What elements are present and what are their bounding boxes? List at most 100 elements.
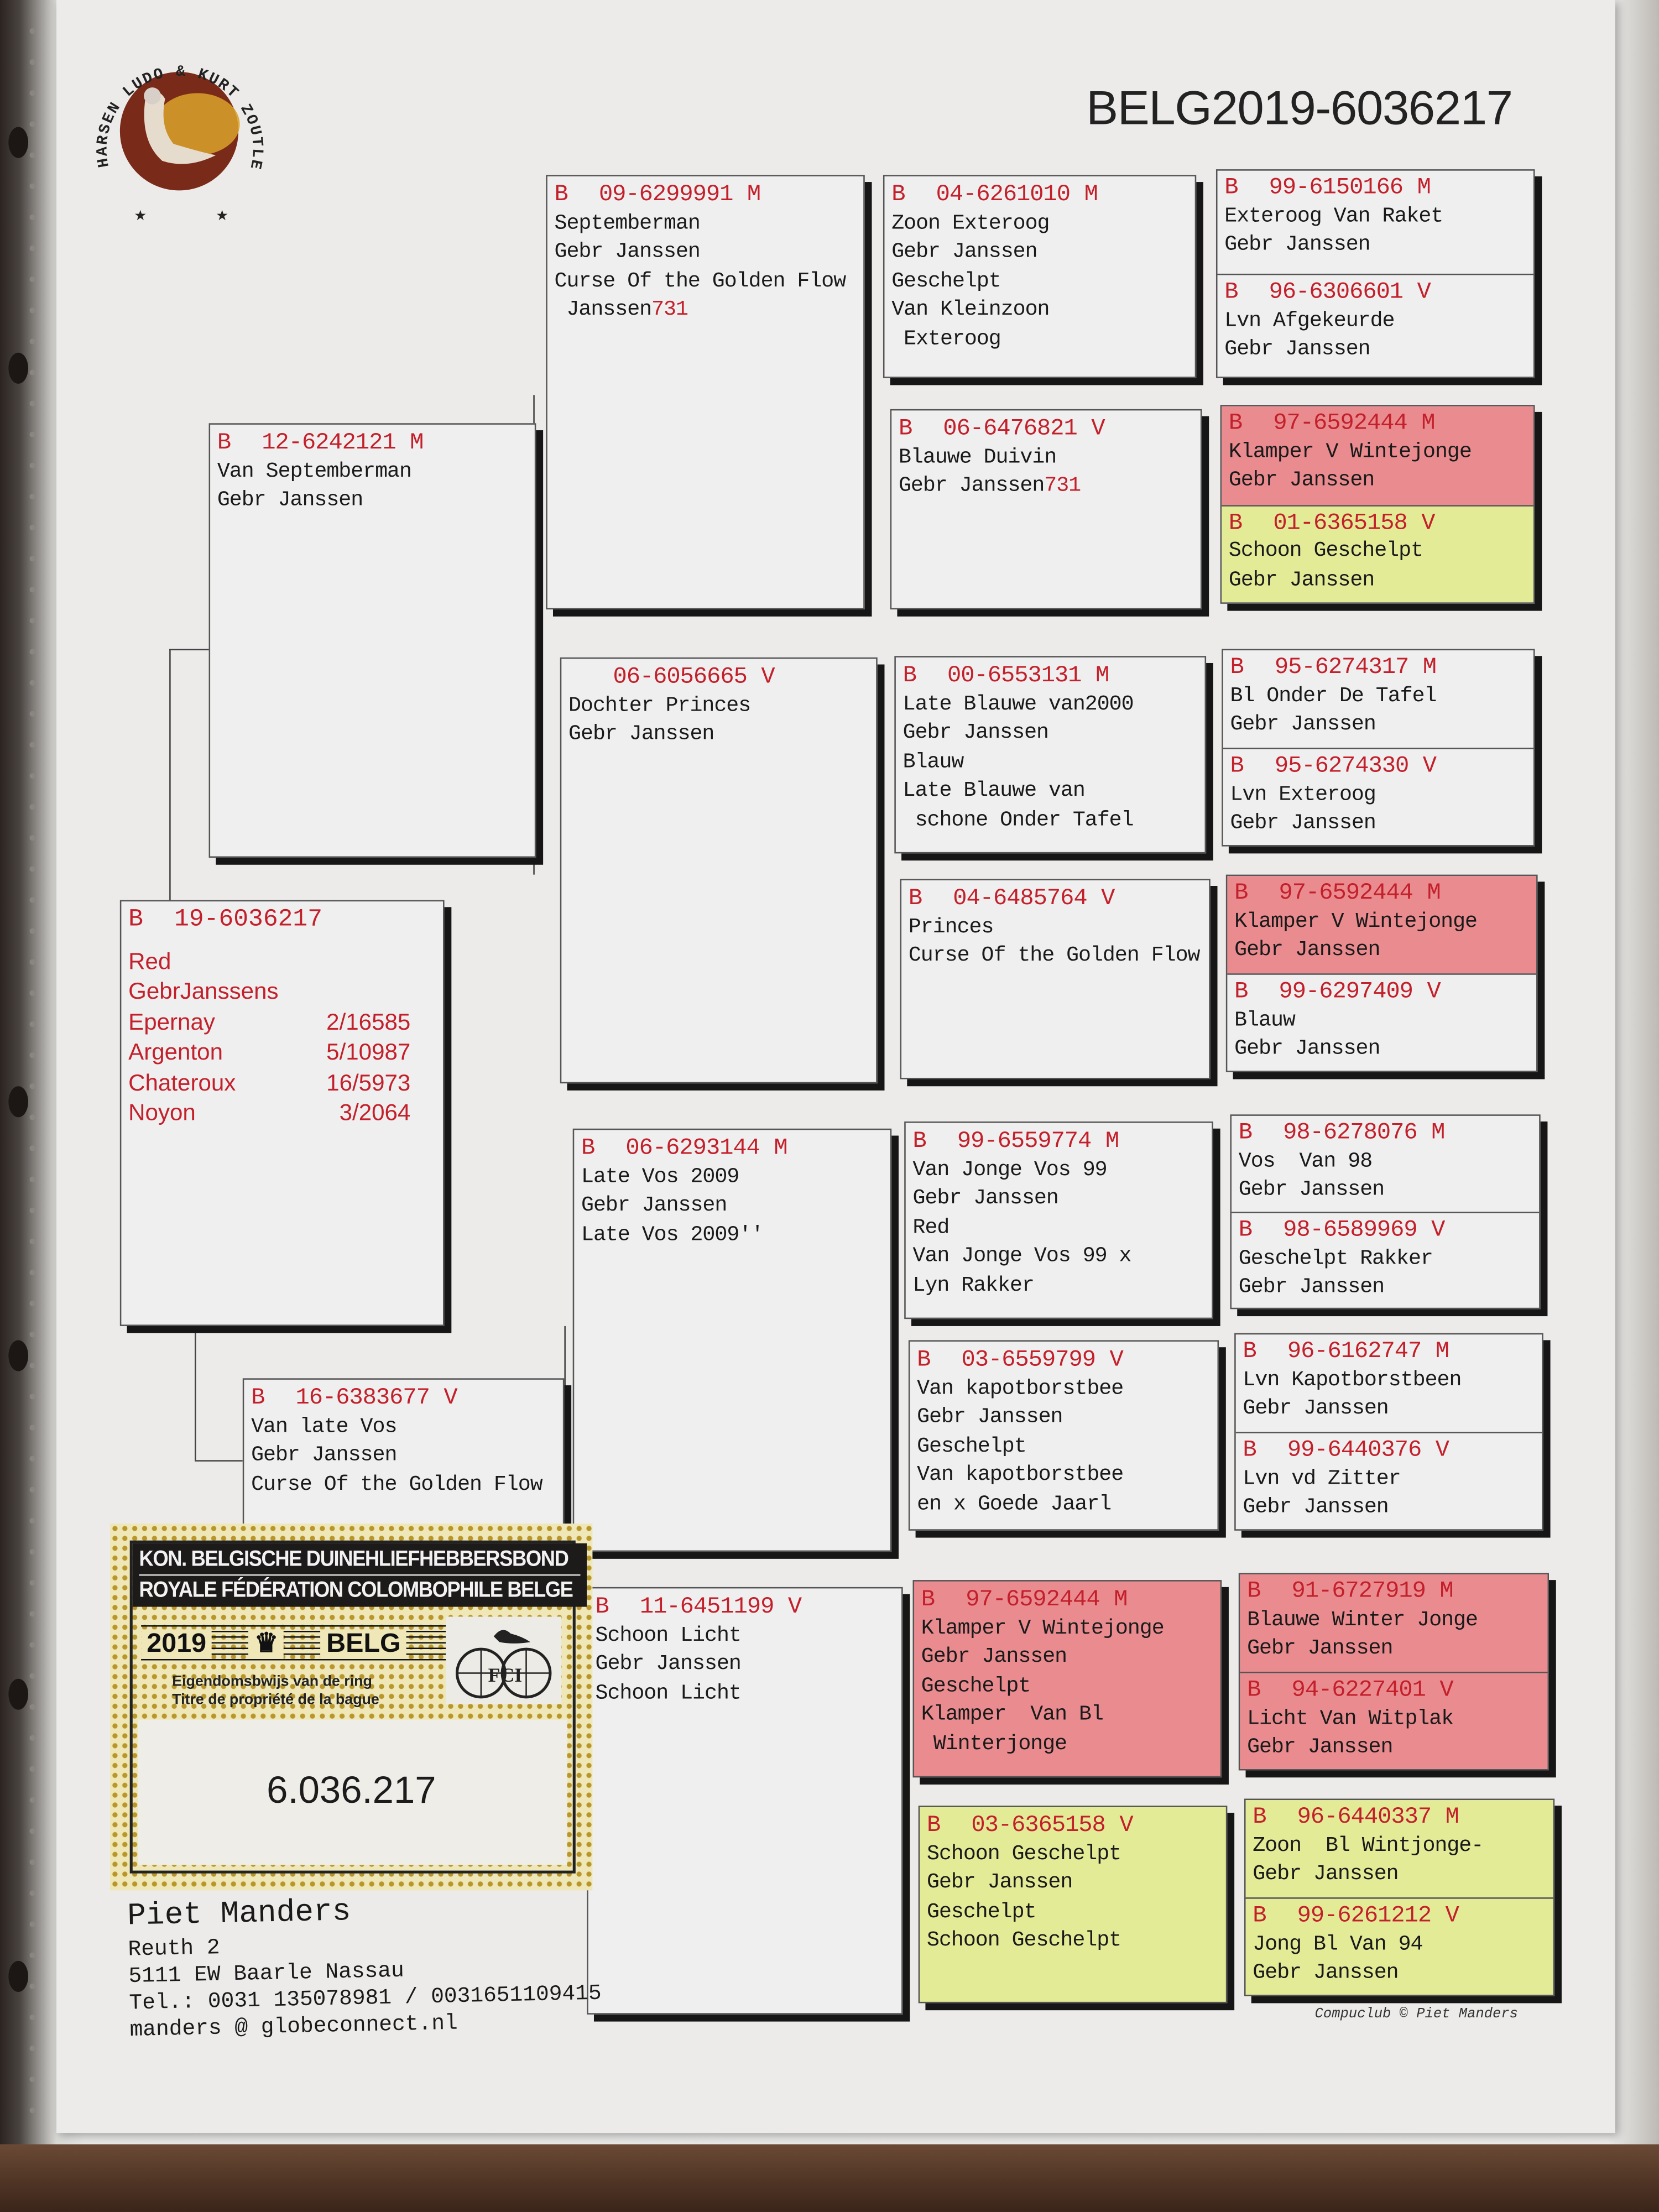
pedigree-line: Klamper V Wintejonge xyxy=(921,1616,1165,1640)
pedigree-line: Schoon Licht xyxy=(595,1681,742,1705)
sex-label: V xyxy=(444,1384,457,1411)
sex-label: M xyxy=(1417,173,1431,201)
ring-number: 03-6365158 xyxy=(971,1811,1105,1838)
ring-year: 2019 xyxy=(141,1629,212,1659)
race-place: 16/5973 xyxy=(326,1070,411,1095)
binder-perforation xyxy=(29,1145,35,1151)
ring-prefix: B xyxy=(917,1345,931,1373)
binder-perforation xyxy=(29,1921,35,1927)
ring-prefix: B xyxy=(908,884,922,911)
binder-perforation xyxy=(29,524,35,531)
binder-perforation xyxy=(29,1363,35,1369)
binder-perforation xyxy=(29,1425,35,1431)
sex-label: M xyxy=(747,180,761,207)
ring-number: 98-6278076 xyxy=(1283,1118,1417,1146)
binder-perforation xyxy=(29,680,35,686)
pedigree-line: Gebr Janssen xyxy=(1253,1862,1399,1886)
ring-header: B 11-6451199 V xyxy=(596,1593,895,1621)
sex-label: V xyxy=(787,1593,802,1620)
ring-prefix: B xyxy=(898,414,912,442)
binder-perforation xyxy=(29,773,35,779)
ring-number: 96-6306601 xyxy=(1269,278,1404,305)
sex-label: V xyxy=(1431,1215,1445,1243)
ring-number: 96-6162747 xyxy=(1287,1337,1422,1364)
ring-number: 91-6727919 xyxy=(1291,1577,1426,1604)
sex-label: V xyxy=(1109,1345,1123,1373)
ring-prefix: B xyxy=(251,1384,265,1411)
sex-label: M xyxy=(1114,1585,1128,1613)
federation-name-fr: ROYALE FÉDÉRATION COLOMBOPHILE BELGE xyxy=(139,1574,581,1605)
sex-label: V xyxy=(1091,414,1105,442)
ring-number: 97-6592444 xyxy=(966,1585,1100,1613)
sex-label: V xyxy=(1119,1811,1133,1838)
ring-number: 11-6451199 xyxy=(639,1593,774,1620)
ring-prefix: B xyxy=(217,429,231,456)
ownership-label-nl: Eigendomsbwijs van de ring xyxy=(172,1673,372,1691)
connector-line xyxy=(195,1460,243,1462)
loft-number: 731 xyxy=(1044,474,1081,498)
owner-address: Piet Manders Reuth 2 5111 EW Baarle Nass… xyxy=(127,1887,603,2044)
pedigree-line: Late Vos 2009'' xyxy=(581,1222,764,1246)
pedigree-line: Winterjonge xyxy=(921,1731,1067,1756)
binder-hole xyxy=(8,1340,29,1371)
ring-number: 06-6056665 xyxy=(613,662,747,690)
connector-line xyxy=(880,754,882,980)
binder-perforation xyxy=(29,990,35,997)
sex-label: M xyxy=(1095,661,1109,688)
pedigree-line: Gebr Janssen xyxy=(554,239,701,264)
ring-number: 99-6261212 xyxy=(1297,1901,1432,1929)
binder-perforation xyxy=(29,1548,35,1555)
pedigree-line: Geschelpt Rakker xyxy=(1238,1246,1433,1271)
binder-perforation xyxy=(29,618,35,624)
pedigree-line: Schoon Geschelpt xyxy=(1228,539,1423,563)
fci-logo-text: FCI xyxy=(488,1664,522,1686)
binder-perforation xyxy=(29,90,35,96)
sex-label: V xyxy=(1445,1901,1459,1929)
ring-prefix: B xyxy=(1243,1436,1256,1463)
ring-number: 04-6261010 xyxy=(936,180,1071,207)
pedigree-line: Gebr Janssen xyxy=(251,1443,397,1468)
binder-perforation xyxy=(29,59,35,65)
binder-perforation xyxy=(29,307,35,314)
connector-line xyxy=(905,1678,907,1905)
binder-perforation xyxy=(29,1828,35,1834)
ring-number: 98-6589969 xyxy=(1283,1215,1417,1243)
document-title: BELG2019-6036217 xyxy=(1086,81,1513,135)
binder-perforation xyxy=(29,1797,35,1803)
ring-number: 06-6476821 xyxy=(943,414,1077,442)
ring-prefix: B xyxy=(902,661,917,688)
binder-perforation xyxy=(29,1611,35,1617)
pedigree-line: Gebr Janssen xyxy=(1224,337,1370,362)
binder-perforation xyxy=(29,2107,35,2114)
pedigree-line: Gebr Janssen xyxy=(1243,1495,1389,1520)
ring-number: 95-6274317 xyxy=(1274,653,1409,680)
loft-number: 731 xyxy=(651,298,688,322)
pedigree-line: Curse Of the Golden Flow xyxy=(251,1472,543,1496)
ring-prefix: B xyxy=(1228,508,1243,536)
ring-prefix: B xyxy=(1234,977,1248,1005)
pedigree-line: Gebr Janssen xyxy=(891,239,1037,264)
sex-label: M xyxy=(1427,879,1441,906)
ring-card-number: 6.036.217 xyxy=(267,1768,436,1812)
pedigree-line: en x Goede Jaarl xyxy=(917,1491,1112,1516)
ring-prefix: B xyxy=(595,1593,609,1620)
pedigree-line: Geschelpt xyxy=(891,268,1001,293)
ring-prefix: B xyxy=(1253,1901,1266,1929)
